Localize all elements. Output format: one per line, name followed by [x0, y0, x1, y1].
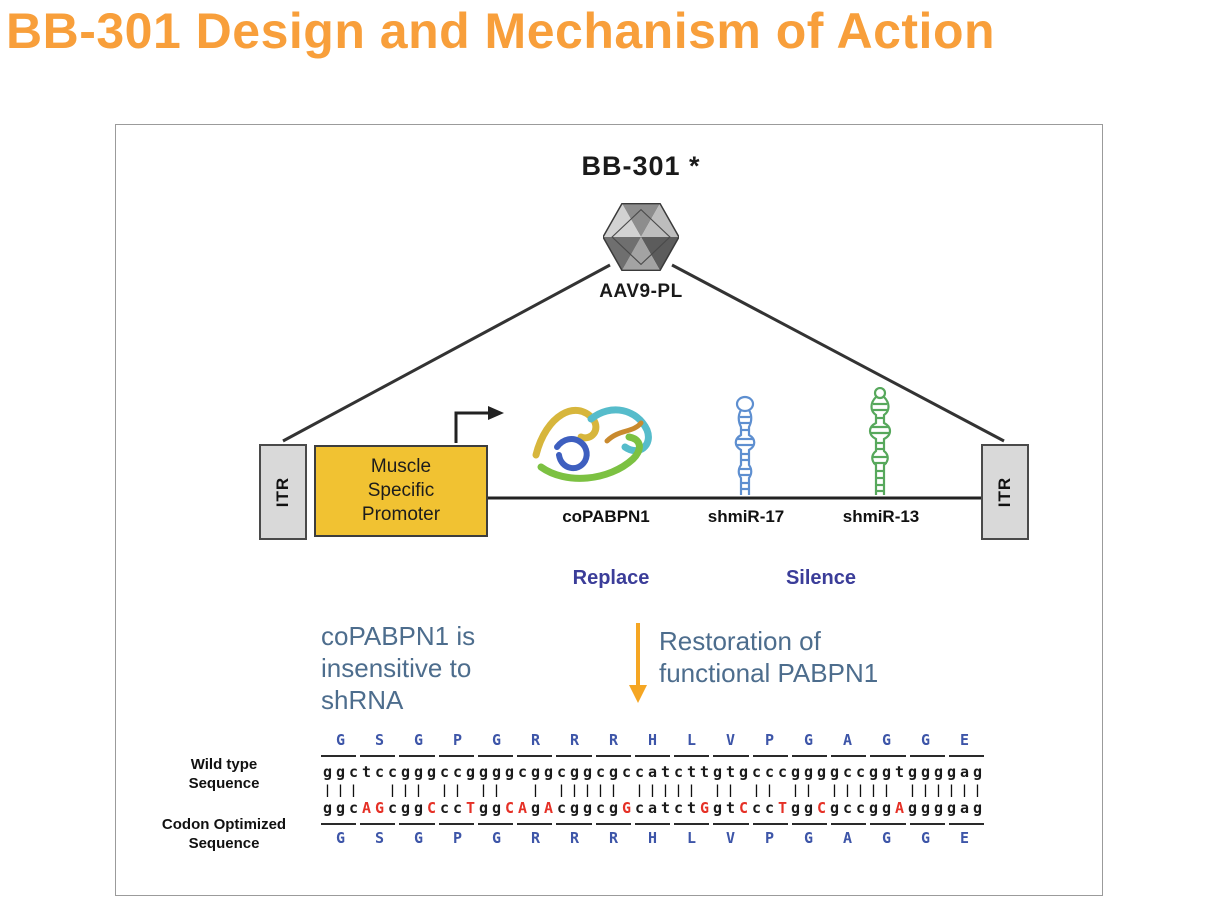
promoter-line: Promoter	[361, 504, 441, 525]
transcription-arrow	[454, 411, 488, 443]
page-title: BB-301 Design and Mechanism of Action	[6, 3, 996, 59]
aav-capsid-icon	[602, 202, 680, 272]
wild-type-sequence-label: Wild type Sequence	[188, 756, 260, 792]
left-note-line: coPABPN1 is	[321, 621, 476, 651]
right-note-line: functional PABPN1	[659, 658, 879, 688]
protein-ribbon-icon	[521, 385, 671, 495]
itr-box-left: ITR	[259, 444, 307, 540]
itr-right-label: ITR	[994, 476, 1014, 508]
shmir13-hairpin-icon	[858, 386, 902, 497]
codon-optimized-sequence-label: Codon Optimized Sequence	[161, 816, 287, 852]
copabpn1-label: coPABPN1	[562, 507, 650, 526]
figure-panel: BB-301 * AAV9-PL ITR ITR Muscle Specific…	[115, 124, 1103, 896]
replace-label: Replace	[572, 567, 650, 589]
shmir13-label: shmiR-13	[842, 507, 920, 526]
shmir17-label: shmiR-17	[707, 507, 785, 526]
codon-ruler-bottom	[321, 823, 984, 825]
promoter-line: Muscle	[370, 456, 432, 477]
shmir17-hairpin-icon	[723, 395, 767, 497]
right-diagonal-line	[671, 263, 1005, 443]
left-note: coPABPN1 is insensitive to shRNA	[321, 620, 581, 716]
right-note-line: Restoration of	[659, 626, 821, 656]
promoter-box: Muscle Specific Promoter	[314, 445, 488, 537]
capsid-label: AAV9-PL	[599, 281, 683, 302]
itr-left-label: ITR	[272, 476, 292, 508]
itr-box-right: ITR	[981, 444, 1029, 540]
left-note-line: insensitive to	[321, 653, 472, 683]
construct-title: BB-301 *	[581, 151, 701, 181]
promoter-line: Specific	[367, 480, 435, 501]
left-note-line: shRNA	[321, 685, 404, 715]
codon-ruler-top	[321, 755, 984, 757]
right-note: Restoration of functional PABPN1	[659, 625, 989, 689]
match-line: ||| ||| || || | ||||| ||||| || || || |||…	[323, 783, 982, 797]
silence-label: Silence	[785, 567, 857, 589]
